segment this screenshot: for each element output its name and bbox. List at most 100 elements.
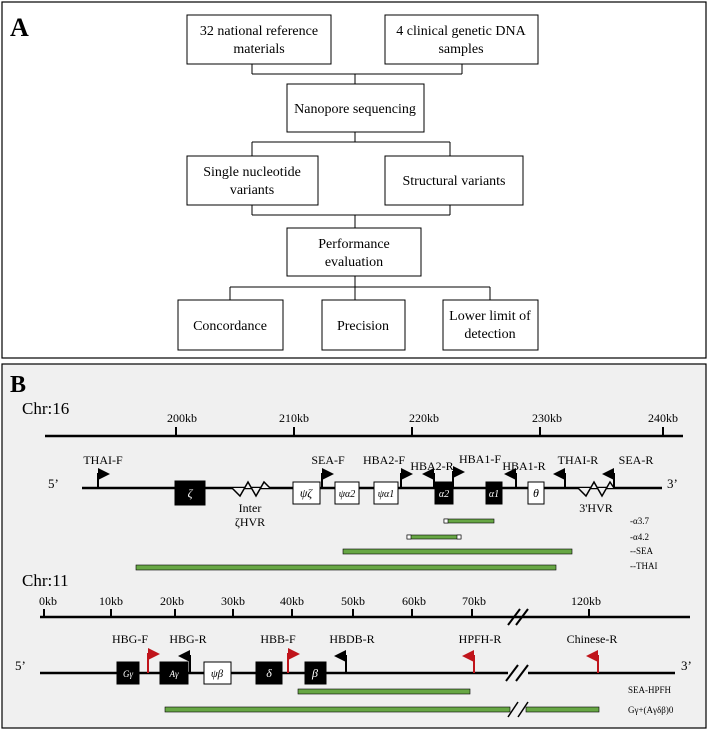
text-clin-1: 4 clinical genetic DNA bbox=[396, 24, 526, 39]
gene-psi-zeta bbox=[292, 481, 321, 505]
3hvr-label: 3'HVR bbox=[579, 501, 613, 515]
3-hvr-zigzag bbox=[577, 480, 615, 498]
chr11-tick-60: 60kb bbox=[402, 594, 426, 608]
gene-zeta-label: ζ bbox=[188, 486, 194, 500]
primer-thai-f-arrow bbox=[97, 468, 110, 488]
chr16-tick-210: 210kb bbox=[279, 411, 309, 425]
gene-psi-beta bbox=[203, 661, 232, 685]
box-nanopore bbox=[286, 83, 425, 133]
box-reference-materials bbox=[186, 14, 332, 65]
chr16-tick-230: 230kb bbox=[532, 411, 562, 425]
text-nanopore: Nanopore sequencing bbox=[294, 102, 416, 117]
primer-hba2-r-arrow bbox=[422, 468, 435, 488]
del-thai-bar bbox=[135, 564, 557, 571]
chr11-axis-break bbox=[507, 608, 529, 626]
del-a37-label: -α3.7 bbox=[630, 516, 649, 526]
primer-hbdb-r: HBDB-R bbox=[329, 632, 374, 646]
primer-hba2-f: HBA2-F bbox=[363, 453, 405, 467]
chr11-line-break bbox=[505, 664, 529, 682]
primer-hba1-r-arrow bbox=[504, 468, 517, 488]
gene-g-gamma bbox=[116, 661, 140, 685]
chr11-3prime: 3’ bbox=[681, 658, 692, 673]
gene-psi-beta-label: ψβ bbox=[211, 668, 224, 680]
primer-thai-f: THAI-F bbox=[83, 453, 123, 467]
primer-hba1-f: HBA1-F bbox=[459, 452, 501, 466]
chr16-title: Chr:16 bbox=[22, 399, 69, 418]
chr16-3prime: 3’ bbox=[667, 476, 678, 491]
chr11-tick-40: 40kb bbox=[280, 594, 304, 608]
primer-chinese-r-arrow bbox=[586, 650, 599, 673]
box-performance bbox=[286, 227, 422, 277]
del-a42-bar bbox=[406, 534, 462, 540]
box-lower-limit bbox=[442, 299, 539, 351]
del-thai-label: --THAI bbox=[630, 561, 658, 571]
gene-delta bbox=[255, 661, 283, 685]
primer-hpfh-r: HPFH-R bbox=[459, 632, 502, 646]
primer-sea-f: SEA-F bbox=[311, 453, 345, 467]
chr11-tick-70: 70kb bbox=[462, 594, 486, 608]
gene-a-gamma bbox=[159, 661, 189, 685]
gene-theta-label: θ bbox=[533, 486, 539, 500]
gene-alpha2 bbox=[434, 481, 454, 505]
panel-b-label: B bbox=[10, 372, 26, 398]
gene-psi-alpha1-label: ψα1 bbox=[378, 489, 394, 500]
text-perf-1: Performance bbox=[318, 237, 390, 252]
chr11-tick-30: 30kb bbox=[221, 594, 245, 608]
gene-g-gamma-label: Gγ bbox=[123, 669, 133, 679]
chr11-tick-120: 120kb bbox=[571, 594, 601, 608]
del-sea-hpfh-label: SEA-HPFH bbox=[628, 685, 672, 695]
gene-delta-label: δ bbox=[266, 666, 272, 680]
text-sv: Structural variants bbox=[402, 174, 505, 189]
del-a42-start bbox=[406, 534, 412, 540]
text-snv-1: Single nucleotide bbox=[203, 165, 301, 180]
del-a37-bar bbox=[443, 518, 495, 524]
text-snv-2: variants bbox=[230, 183, 274, 198]
gene-psi-zeta-label: ψζ bbox=[300, 486, 313, 500]
gene-psi-alpha1 bbox=[373, 481, 399, 505]
box-clinical-samples bbox=[384, 14, 539, 65]
chr11-bar-break bbox=[507, 701, 529, 718]
chr16-tick-200: 200kb bbox=[167, 411, 197, 425]
chr16-tick-220: 220kb bbox=[409, 411, 439, 425]
del-chinese-bar-b bbox=[525, 706, 600, 713]
primer-sea-r-arrow bbox=[602, 468, 615, 488]
text-clin-2: samples bbox=[438, 42, 483, 57]
box-snv bbox=[186, 155, 319, 206]
primer-hbdb-r-arrow bbox=[334, 650, 347, 673]
gene-beta-label: β bbox=[311, 666, 318, 680]
primer-hbg-r: HBG-R bbox=[169, 632, 206, 646]
panel-a: A bbox=[1, 1, 707, 359]
del-a42-end bbox=[456, 534, 462, 540]
primer-hbb-f-arrow bbox=[287, 648, 300, 673]
box-precision bbox=[321, 299, 406, 351]
primer-hba2-r: HBA2-R bbox=[410, 459, 453, 473]
chr11-tick-0: 0kb bbox=[39, 594, 57, 608]
text-ref-1: 32 national reference bbox=[200, 24, 318, 39]
gene-alpha2-label: α2 bbox=[439, 489, 449, 500]
gene-beta bbox=[304, 661, 327, 685]
chr11-tick-50: 50kb bbox=[341, 594, 365, 608]
primer-hbg-f-arrow bbox=[147, 648, 160, 673]
primer-hba2-f-arrow bbox=[400, 468, 413, 488]
gene-alpha1 bbox=[485, 481, 503, 505]
chr11-tick-10: 10kb bbox=[99, 594, 123, 608]
primer-hbg-f: HBG-F bbox=[112, 632, 148, 646]
chr11-tick-20: 20kb bbox=[160, 594, 184, 608]
box-sv bbox=[384, 155, 524, 206]
primer-hba1-r: HBA1-R bbox=[502, 459, 545, 473]
panel-a-label: A bbox=[10, 13, 29, 42]
inter-hvr-label-1: Inter bbox=[239, 501, 262, 515]
text-ref-2: materials bbox=[233, 42, 284, 57]
del-a42-label: -α4.2 bbox=[630, 532, 649, 542]
text-concordance: Concordance bbox=[193, 319, 267, 334]
primer-hbg-r-arrow bbox=[178, 650, 191, 673]
del-sea-hpfh-bar bbox=[297, 688, 471, 695]
box-concordance bbox=[177, 299, 284, 351]
text-precision: Precision bbox=[337, 319, 389, 334]
chr16-tick-240: 240kb bbox=[648, 411, 678, 425]
inter-hvr-label-2: ζHVR bbox=[235, 515, 265, 529]
gene-theta bbox=[527, 481, 545, 505]
primer-sea-r: SEA-R bbox=[619, 453, 654, 467]
gene-psi-alpha2-label: ψα2 bbox=[339, 489, 355, 500]
text-lower-2: detection bbox=[464, 327, 515, 342]
